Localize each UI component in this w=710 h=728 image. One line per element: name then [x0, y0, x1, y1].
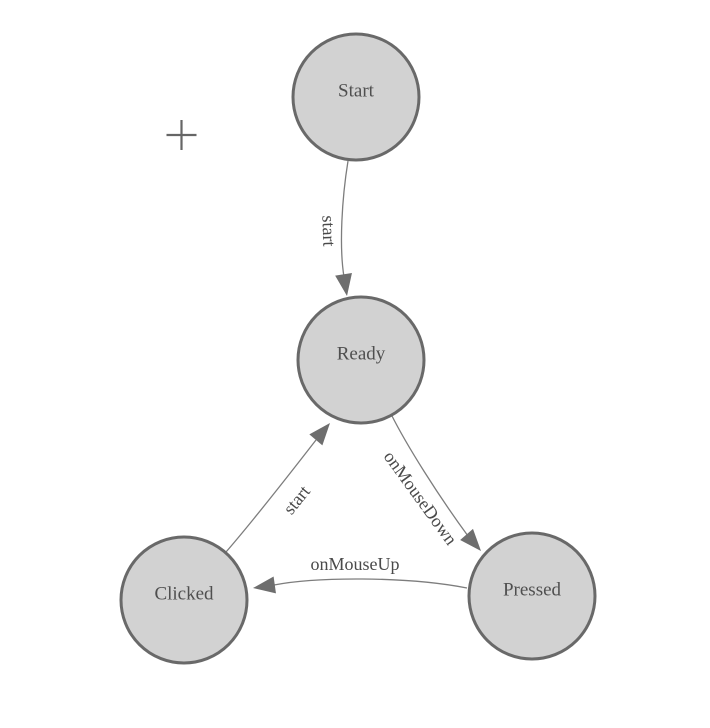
arrowhead-icon: [309, 423, 330, 446]
edge-line: [225, 439, 317, 553]
state-circle: [119, 535, 249, 665]
state-circle: [467, 531, 597, 661]
state-label: Ready: [337, 343, 386, 364]
state-label: Pressed: [503, 579, 562, 600]
state-node-start[interactable]: Start: [291, 32, 421, 162]
edge-label: onMouseDown: [380, 447, 461, 549]
transition-edge-pressed-to-clicked[interactable]: onMouseUp: [253, 554, 468, 594]
state-node-ready[interactable]: Ready: [296, 295, 426, 425]
arrowhead-icon: [335, 272, 352, 296]
edge-line: [273, 578, 468, 589]
state-label: Clicked: [154, 583, 214, 604]
transition-edge-start-to-ready[interactable]: start: [318, 160, 352, 296]
state-circle: [296, 295, 426, 425]
edge-line: [390, 413, 469, 537]
edge-label: start: [279, 481, 314, 518]
plus-cursor-icon: [166, 120, 197, 150]
arrowhead-icon: [253, 576, 276, 594]
state-circle: [291, 32, 421, 162]
transition-edge-ready-to-pressed[interactable]: onMouseDown: [380, 413, 481, 551]
edge-line: [340, 160, 349, 278]
state-label: Start: [338, 80, 375, 101]
transition-edge-clicked-to-ready[interactable]: start: [225, 423, 330, 553]
arrowhead-icon: [460, 528, 481, 551]
state-node-pressed[interactable]: Pressed: [467, 531, 597, 661]
state-node-clicked[interactable]: Clicked: [119, 535, 249, 665]
edge-label: onMouseUp: [311, 554, 400, 574]
edge-label: start: [318, 215, 339, 247]
